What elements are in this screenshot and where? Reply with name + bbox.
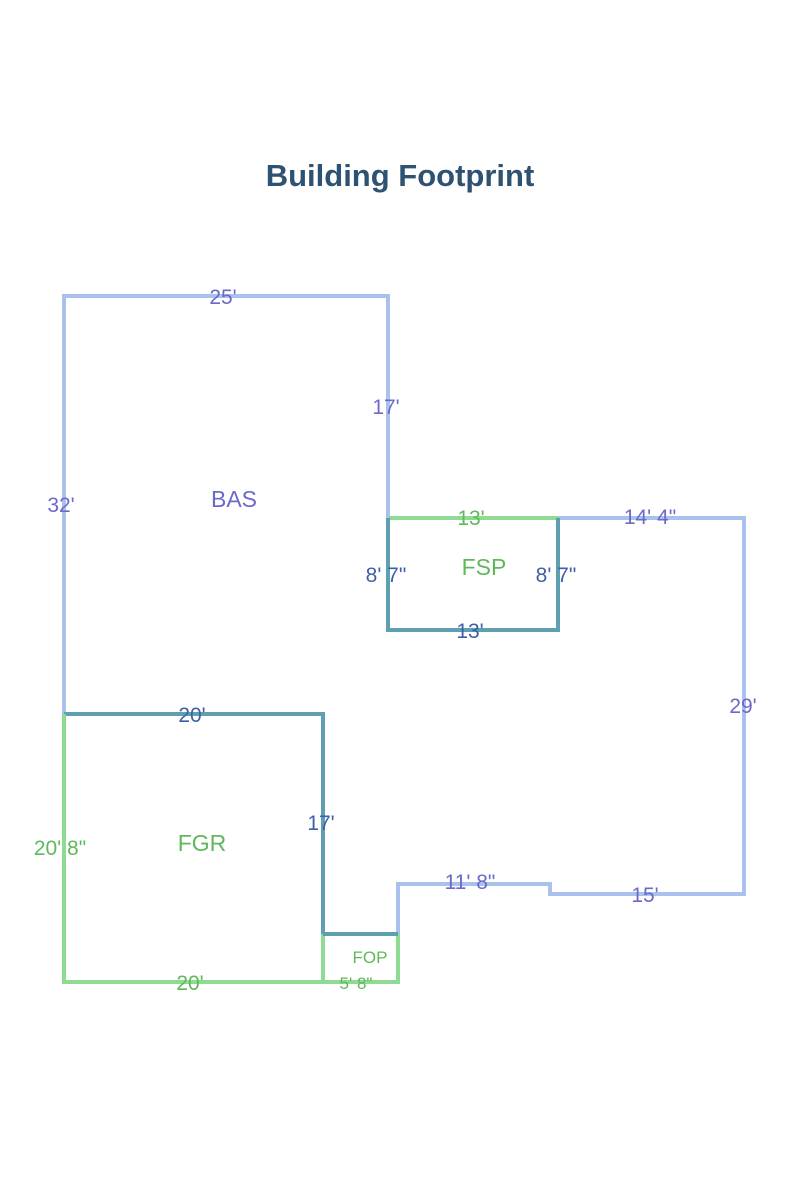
- area-label-fsp: FSP: [462, 554, 507, 580]
- dim-bas-step: 11' 8": [445, 871, 496, 894]
- dim-fop-bottom: 5' 8": [340, 974, 373, 993]
- fop-outline: [321, 934, 400, 984]
- dim-bas-inner-right: 17': [372, 396, 399, 419]
- fgr-shared-edge: [64, 712, 325, 934]
- dim-bas-right-top: 14' 4": [624, 506, 676, 529]
- dim-bas-right: 29': [729, 695, 756, 718]
- dim-bas-top: 25': [209, 286, 236, 309]
- dim-fsp-left: 8' 7": [366, 564, 407, 587]
- area-label-fop: FOP: [353, 948, 388, 967]
- dim-bas-left: 32': [47, 494, 74, 517]
- area-label-bas: BAS: [211, 486, 257, 512]
- bas-outline: [62, 294, 390, 714]
- page-title: Building Footprint: [265, 158, 535, 193]
- fgr-outline: [62, 714, 323, 984]
- fsp-outline: [386, 518, 560, 632]
- dim-fgr-bottom: 20': [176, 972, 203, 995]
- area-label-fgr: FGR: [178, 830, 227, 856]
- dim-fsp-top: 13': [457, 507, 484, 530]
- dim-fsp-right: 8' 7": [536, 564, 577, 587]
- dim-bas-bottom-right: 15': [631, 884, 658, 907]
- dim-fgr-left: 20' 8": [34, 837, 86, 860]
- dim-fgr-right: 17': [307, 812, 334, 835]
- dim-fsp-bottom: 13': [456, 620, 483, 643]
- bas-outline-right: [396, 516, 746, 934]
- dim-fgr-top: 20': [178, 704, 205, 727]
